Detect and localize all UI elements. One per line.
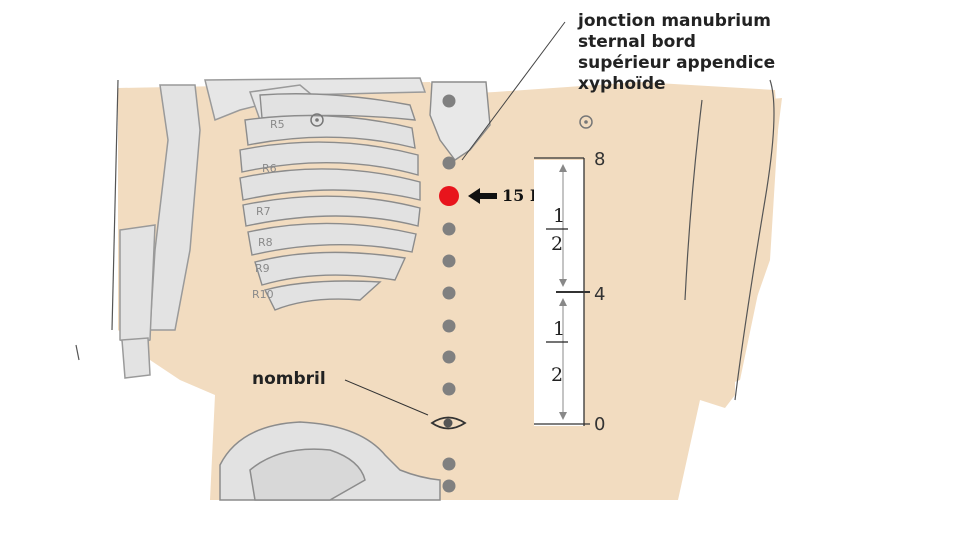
navel-label: nombril xyxy=(252,369,326,389)
rib-label: R7 xyxy=(256,205,271,218)
measurement-scale xyxy=(534,157,590,426)
meridian-dot xyxy=(442,479,456,493)
meridian-dot xyxy=(442,319,456,333)
meridian-dot xyxy=(442,382,456,396)
right-arm-outline xyxy=(75,79,775,401)
right-target-icon xyxy=(579,115,593,129)
scale-tick-0: 0 xyxy=(594,414,605,435)
rib-cage xyxy=(239,81,491,311)
rib-label: R9 xyxy=(255,262,270,275)
navel-leader-line xyxy=(344,379,429,416)
meridian-dot xyxy=(442,94,456,108)
fraction-lower-denominator: 2 xyxy=(551,364,563,386)
fraction-lower-numerator: 1 xyxy=(553,318,565,340)
top-annotation-line-3: supérieur appendice xyxy=(578,53,775,73)
rib-label: R8 xyxy=(258,236,273,249)
meridian-dot xyxy=(442,254,456,268)
rib-label: R10 xyxy=(252,288,274,301)
scale-fraction-lower: 1 2 xyxy=(546,318,568,386)
rib-target-icon xyxy=(310,113,324,127)
meridian-dot xyxy=(442,156,456,170)
meridian-dot xyxy=(442,350,456,364)
top-annotation-line-4: xyphoïde xyxy=(578,74,666,94)
meridian-dot xyxy=(442,286,456,300)
top-leader-line xyxy=(461,21,566,161)
point-15rm-marker[interactable] xyxy=(439,186,459,206)
meridian-dot xyxy=(442,222,456,236)
pelvis-bones xyxy=(219,421,441,501)
fraction-upper-denominator: 2 xyxy=(551,233,563,255)
scale-tick-8: 8 xyxy=(594,149,605,170)
top-annotation-line-2: sternal bord xyxy=(578,32,696,52)
navel-icon xyxy=(430,416,467,430)
left-arm-bones xyxy=(119,84,201,379)
fraction-upper-numerator: 1 xyxy=(553,205,565,227)
arrow-left-icon xyxy=(468,188,497,204)
meridian-dots xyxy=(442,94,456,493)
rib-label: R5 xyxy=(270,118,285,131)
scale-fraction-upper: 1 2 xyxy=(546,205,568,255)
scale-tick-4: 4 xyxy=(594,284,605,305)
rib-label: R6 xyxy=(262,162,277,175)
meridian-dot xyxy=(442,457,456,471)
top-annotation: jonction manubrium sternal bord supérieu… xyxy=(577,11,781,94)
top-annotation-line-1: jonction manubrium xyxy=(577,11,771,31)
